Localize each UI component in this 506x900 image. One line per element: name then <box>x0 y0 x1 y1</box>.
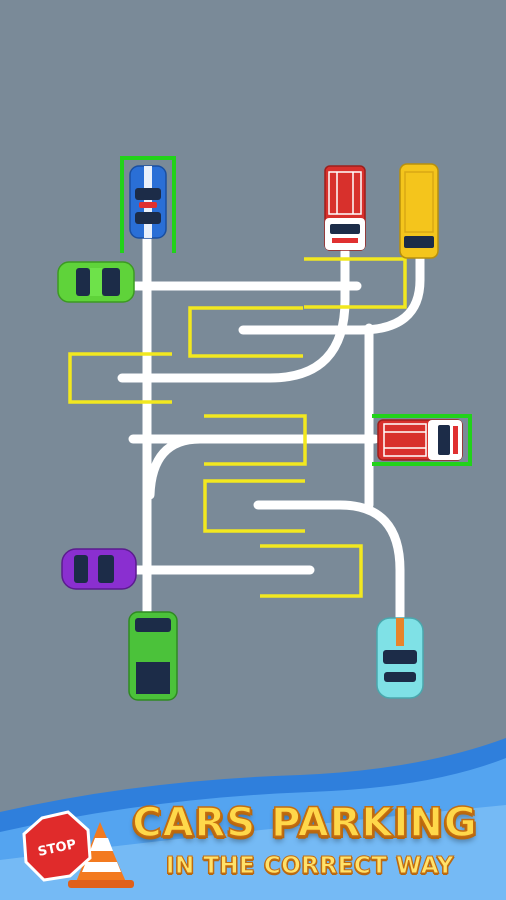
selection-bracket <box>120 156 176 253</box>
fire-truck-right[interactable] <box>372 414 472 466</box>
road-segment <box>253 500 405 627</box>
road-segment <box>117 247 350 383</box>
banner-subtitle: IN THE CORRECT WAY <box>165 853 455 880</box>
road-paths <box>117 233 425 627</box>
school-bus[interactable] <box>399 163 439 259</box>
green-car-left[interactable] <box>57 261 135 303</box>
parking-spot[interactable] <box>260 544 363 598</box>
purple-car[interactable] <box>61 548 137 590</box>
fire-truck-top[interactable] <box>324 165 366 251</box>
parking-spot[interactable] <box>68 352 172 404</box>
green-pickup[interactable] <box>128 611 178 701</box>
parking-spot[interactable] <box>304 257 407 309</box>
selection-bracket <box>372 414 472 466</box>
road-segment <box>145 434 321 500</box>
parking-spot[interactable] <box>188 306 303 358</box>
banner-title: CARS PARKING <box>132 799 478 847</box>
road-segment <box>238 253 425 335</box>
police-car[interactable] <box>120 156 176 253</box>
parking-spots <box>68 257 407 598</box>
parking-spot[interactable] <box>204 414 307 466</box>
parking-spot[interactable] <box>203 479 305 533</box>
cyan-car[interactable] <box>376 617 424 699</box>
